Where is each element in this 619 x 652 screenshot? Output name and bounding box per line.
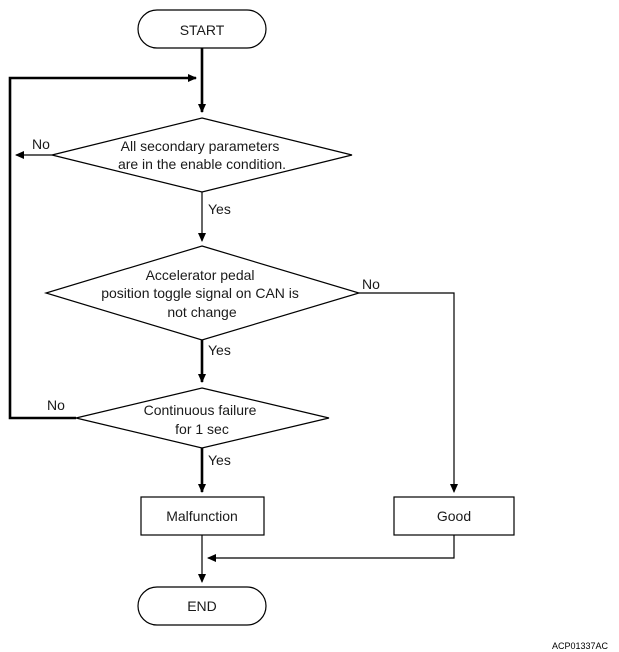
decision-pedal-line-2: position toggle signal on CAN is (101, 285, 299, 301)
arrow-good-to-end (207, 535, 455, 562)
start-label: START (180, 22, 225, 38)
good-box (393, 496, 515, 536)
end-terminal (137, 586, 267, 626)
label-failure-no: No (47, 397, 65, 413)
arrow-pedal-no (359, 292, 458, 493)
label-failure-yes: Yes (208, 452, 231, 468)
decision-secondary-parameters (51, 117, 353, 193)
decision-failure-line-1: Continuous failure (144, 402, 257, 418)
decision-continuous-failure (75, 387, 330, 449)
arrow-failure-no-loop (8, 74, 197, 420)
decision-secondary-text: All secondary parameters are in the enab… (118, 138, 286, 172)
label-pedal-yes: Yes (208, 342, 231, 358)
decision-failure-line-2: for 1 sec (175, 421, 229, 437)
figure-code: ACP01337AC (552, 641, 609, 651)
decision-pedal-text: Accelerator pedal position toggle signal… (101, 267, 303, 320)
decision-pedal-line-1: Accelerator pedal (146, 267, 255, 283)
decision-pedal-line-3: not change (167, 304, 236, 320)
decision-failure-text: Continuous failure for 1 sec (144, 402, 261, 437)
label-secondary-yes: Yes (208, 201, 231, 217)
label-secondary-no: No (32, 136, 50, 152)
label-pedal-no: No (362, 276, 380, 292)
end-label: END (187, 598, 217, 614)
malfunction-box (140, 496, 265, 536)
decision-secondary-line-2: are in the enable condition. (118, 156, 286, 172)
malfunction-label: Malfunction (166, 508, 238, 524)
decision-secondary-line-1: All secondary parameters (121, 138, 280, 154)
good-label: Good (437, 508, 471, 524)
